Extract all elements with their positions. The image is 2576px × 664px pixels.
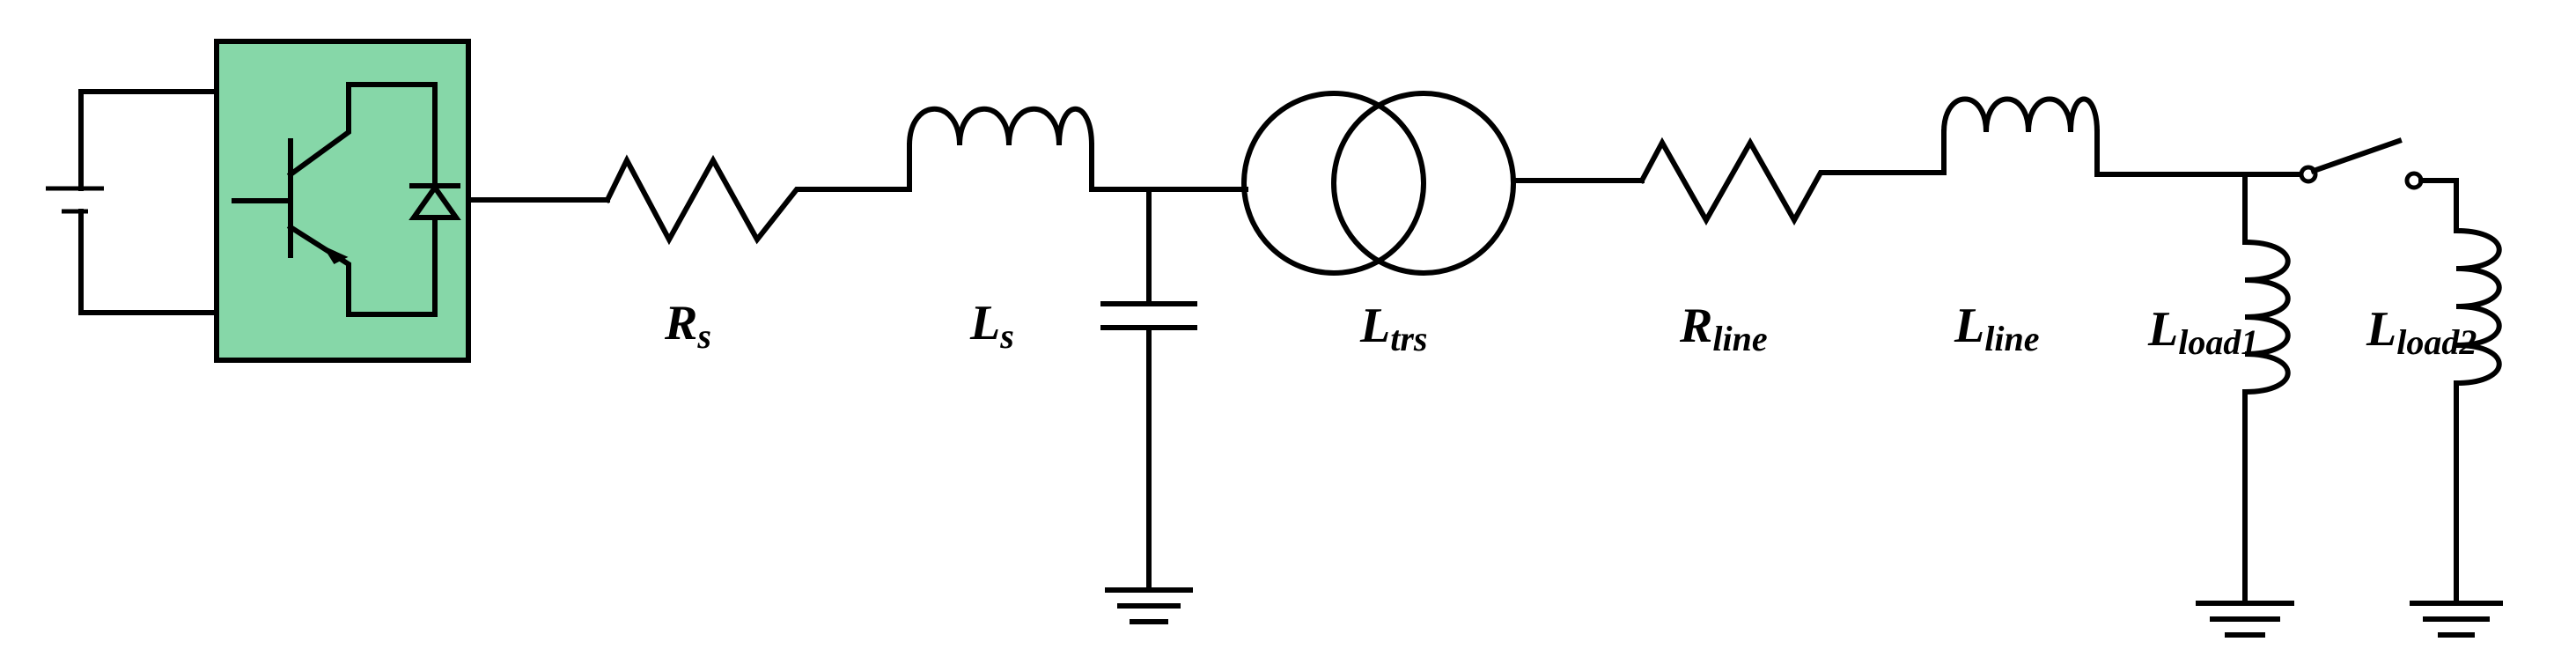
switch-icon	[2299, 137, 2424, 190]
ground-icon	[2410, 601, 2503, 638]
label-lload2: Lload2	[2366, 302, 2477, 362]
ground-icon	[1105, 587, 1193, 624]
label-lload1: Lload1	[2147, 302, 2258, 362]
inductor-lline	[1940, 96, 2101, 136]
wire-rline-to-lline	[1824, 129, 1947, 175]
emitter-arrow	[322, 245, 349, 264]
ground-icon	[2196, 601, 2294, 638]
transformer-icon	[1241, 91, 1516, 276]
inductor-lload1	[2241, 239, 2291, 395]
label-ls: Ls	[969, 296, 1014, 356]
resistor-rs	[603, 154, 804, 246]
inductor-ls	[906, 106, 1095, 149]
wire-switch-to-lload2	[2418, 178, 2459, 233]
label-lline: Lline	[1954, 299, 2039, 358]
label-rline: Rline	[1679, 299, 1768, 358]
label-ltrs: Ltrs	[1359, 299, 1427, 358]
label-rs: Rs	[664, 296, 711, 356]
resistor-rline	[1638, 136, 1829, 226]
capacitor-shunt	[1100, 187, 1197, 593]
wire-ls-to-node	[1089, 143, 1248, 192]
converter-block	[214, 39, 471, 363]
dc-battery-icon	[46, 89, 219, 315]
igbt-with-diode-icon	[232, 82, 461, 317]
wire-rs-to-ls	[799, 143, 912, 192]
inductor-lload2	[2453, 227, 2502, 387]
wire-lline-to-node	[2094, 129, 2309, 177]
